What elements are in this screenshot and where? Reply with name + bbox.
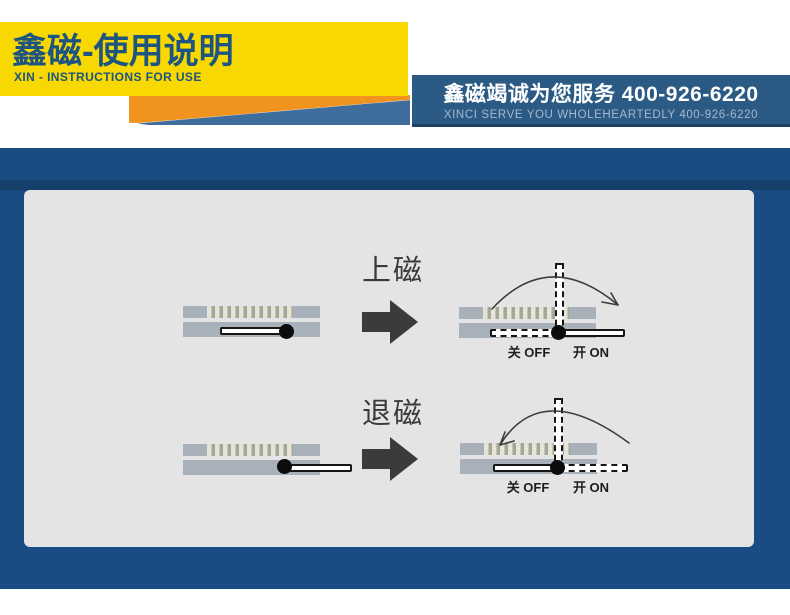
chuck-pole-plate bbox=[183, 306, 320, 318]
brand-subtitle: XIN - INSTRUCTIONS FOR USE bbox=[14, 70, 202, 84]
instruction-panel: 上磁 关 O bbox=[24, 190, 754, 547]
lever-ghost-dashed bbox=[490, 329, 559, 337]
arrow-head bbox=[390, 300, 418, 344]
lever-handle bbox=[285, 464, 352, 472]
content-background: 上磁 关 O bbox=[0, 148, 790, 589]
rotation-arc-icon bbox=[499, 410, 630, 446]
chuck-after-magnetize: 关 OFF 开 ON bbox=[459, 263, 625, 360]
lever-ghost-dashed bbox=[558, 464, 628, 472]
lever-handle bbox=[557, 329, 625, 337]
step-title-magnetize: 上磁 bbox=[361, 255, 424, 287]
chuck-poles bbox=[484, 443, 570, 455]
chuck-before-demagnetize bbox=[183, 444, 352, 475]
chuck-pole-plate bbox=[183, 444, 320, 456]
chuck-poles bbox=[483, 307, 569, 319]
chuck-poles bbox=[207, 444, 293, 456]
step-arrow-icon bbox=[362, 300, 418, 344]
service-banner: 鑫磁竭诚为您服务 400-926-6220 XINCI SERVE YOU WH… bbox=[412, 75, 790, 127]
shadow-strip bbox=[0, 180, 790, 190]
service-hotline-en: XINCI SERVE YOU WHOLEHEARTEDLY 400-926-6… bbox=[443, 109, 759, 121]
arrow-shaft bbox=[362, 312, 390, 332]
brand-title: 鑫磁-使用说明 bbox=[12, 32, 234, 71]
lever-handle bbox=[493, 464, 558, 472]
lever-knob bbox=[551, 325, 566, 340]
lever-knob bbox=[550, 460, 565, 475]
label-on: 开 ON bbox=[572, 480, 610, 495]
lever-knob bbox=[279, 324, 294, 339]
brand-banner: 鑫磁-使用说明 XIN - INSTRUCTIONS FOR USE bbox=[0, 22, 408, 96]
label-off: 关 OFF bbox=[506, 480, 550, 495]
arrow-head bbox=[390, 437, 418, 481]
chuck-after-demagnetize: 关 OFF 开 ON bbox=[460, 398, 628, 495]
label-off: 关 OFF bbox=[507, 345, 551, 360]
chuck-before-magnetize bbox=[183, 306, 320, 339]
arrow-shaft bbox=[362, 449, 390, 469]
chuck-poles bbox=[207, 306, 293, 318]
lever-knob bbox=[277, 459, 292, 474]
rotation-arc-icon bbox=[491, 276, 619, 310]
step-title-demagnetize: 退磁 bbox=[361, 398, 424, 430]
service-hotline: 鑫磁竭诚为您服务 400-926-6220 bbox=[443, 83, 759, 106]
step-arrow-icon bbox=[362, 437, 418, 481]
label-on: 开 ON bbox=[572, 345, 610, 360]
